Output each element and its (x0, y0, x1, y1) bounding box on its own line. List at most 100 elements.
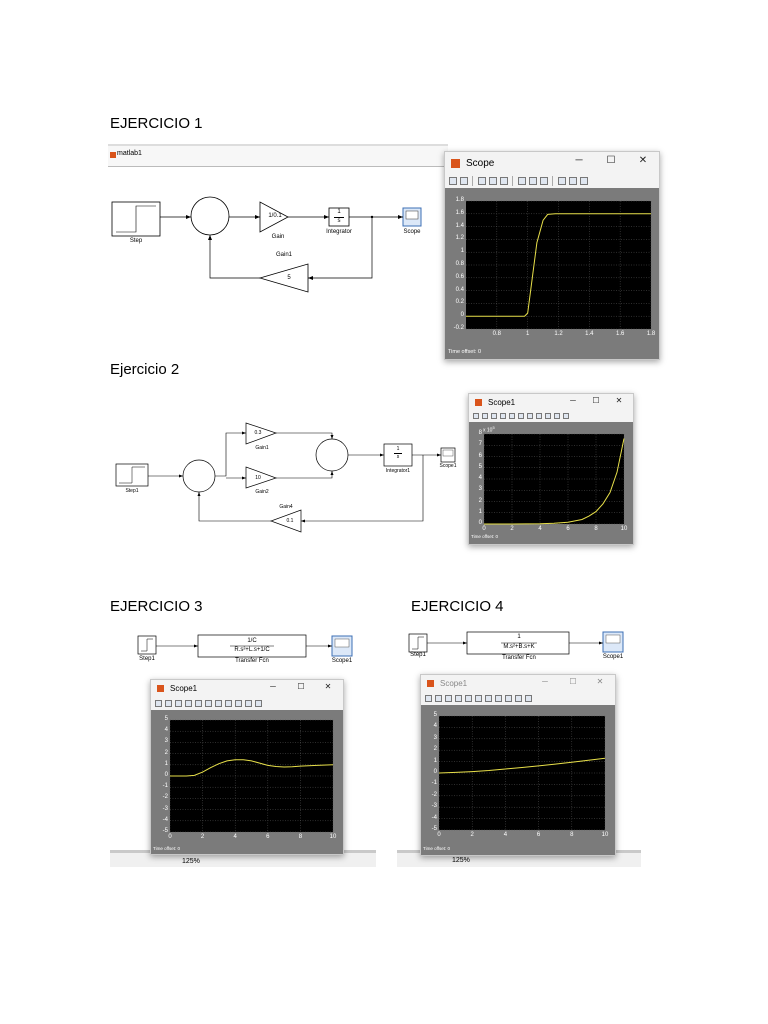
ex3-tf-numerator: 1/C (247, 638, 257, 644)
zoom-in-icon[interactable] (490, 413, 497, 419)
params-icon[interactable] (504, 695, 512, 702)
settings-icon[interactable] (481, 413, 488, 419)
ex3-scope-titlebar[interactable]: Scope1 ─ ☐ ✕ (151, 680, 343, 697)
minimize-button[interactable]: ─ (575, 155, 583, 166)
save-axes-icon[interactable] (528, 177, 537, 185)
zoom-x-icon[interactable] (454, 695, 462, 702)
ex1-gain-label: Gain (271, 234, 285, 240)
settings-icon[interactable] (434, 695, 442, 702)
params-icon[interactable] (544, 413, 551, 419)
maximize-button[interactable]: ☐ (297, 682, 305, 691)
close-button[interactable]: ✕ (324, 682, 332, 691)
save-axes-icon[interactable] (214, 700, 222, 707)
ex2-simulink-panel: Step1 0.3 Gain1 10 Gain2 1 s Integrator1… (108, 390, 458, 556)
zoom-y-icon[interactable] (194, 700, 202, 707)
close-button[interactable]: ✕ (596, 677, 604, 686)
y-tick-label: 4 (164, 727, 168, 734)
settings-icon[interactable] (164, 700, 172, 707)
y-tick-label: -5 (162, 828, 168, 834)
print-icon[interactable] (154, 700, 162, 707)
print-icon[interactable] (424, 695, 432, 702)
lock-icon[interactable] (568, 177, 577, 185)
params-icon[interactable] (234, 700, 242, 707)
minimize-button[interactable]: ─ (570, 396, 576, 405)
ex4-scope-toolbar (421, 692, 615, 705)
ex1-scope-title: Scope (466, 157, 495, 169)
print-icon[interactable] (472, 413, 479, 419)
signal-select-icon[interactable] (254, 700, 262, 707)
ex2-gain-fb-value: 0.1 (286, 518, 294, 524)
maximize-button[interactable]: ☐ (569, 677, 577, 686)
ex3-time-offset: Time offset: 0 (153, 846, 181, 851)
minimize-button[interactable]: ─ (270, 682, 276, 691)
ex1-gain-value: 1/0.1 (268, 213, 282, 219)
zoom-y-icon[interactable] (499, 177, 508, 185)
y-tick-label: 2 (433, 746, 437, 753)
restore-axes-icon[interactable] (494, 695, 502, 702)
autoscale-icon[interactable] (474, 695, 482, 702)
zoom-x-icon[interactable] (184, 700, 192, 707)
ex2-scope-titlebar[interactable]: Scope1 ─ ☐ ✕ (469, 394, 633, 410)
x-tick-label: 2 (470, 832, 474, 838)
scope-ex4-series-line (438, 757, 606, 774)
minimize-button[interactable]: ─ (542, 677, 548, 686)
x-tick-label: 1 (525, 331, 530, 337)
save-axes-icon[interactable] (526, 413, 533, 419)
close-button[interactable]: ✕ (615, 396, 623, 405)
y-tick-label: 1 (164, 760, 168, 767)
signal-select-icon[interactable] (524, 695, 532, 702)
x-tick-label: 6 (536, 832, 541, 838)
zoom-in-icon[interactable] (477, 177, 486, 185)
ex3-plot-area (169, 719, 334, 833)
y-tick-label: 4 (478, 475, 482, 481)
ex1-scope-titlebar[interactable]: Scope ─ ☐ ✕ (445, 152, 659, 174)
y-tick-label: 6 (478, 452, 482, 459)
y-tick-label: -2 (162, 794, 168, 801)
x-tick-label: 4 (538, 526, 542, 532)
zoom-x-icon[interactable] (499, 413, 506, 419)
maximize-button[interactable]: ☐ (606, 155, 616, 166)
lock-icon[interactable] (553, 413, 560, 419)
scope-ex4-svg (438, 715, 606, 831)
zoom-y-icon[interactable] (464, 695, 472, 702)
x-tick-label: 6 (566, 526, 570, 532)
ex1-gain1-value: 5 (287, 275, 291, 281)
ex1-model-name[interactable]: matlab1 (117, 150, 142, 157)
close-button[interactable]: ✕ (638, 155, 648, 166)
signal-select-icon[interactable] (562, 413, 569, 419)
signal-select-icon[interactable] (579, 177, 588, 185)
lock-icon[interactable] (514, 695, 522, 702)
maximize-button[interactable]: ☐ (592, 396, 600, 405)
zoom-x-icon[interactable] (488, 177, 497, 185)
save-axes-icon[interactable] (484, 695, 492, 702)
zoom-in-icon[interactable] (174, 700, 182, 707)
lock-icon[interactable] (244, 700, 252, 707)
settings-icon[interactable] (459, 177, 468, 185)
ex2-scope-title: Scope1 (488, 397, 516, 407)
ex2-time-offset: Time offset: 0 (471, 534, 499, 539)
autoscale-icon[interactable] (517, 177, 526, 185)
restore-axes-icon[interactable] (535, 413, 542, 419)
print-icon[interactable] (448, 177, 457, 185)
y-tick-label: 0.2 (455, 299, 464, 306)
restore-axes-icon[interactable] (224, 700, 232, 707)
y-tick-label: -1 (431, 780, 437, 787)
zoom-y-icon[interactable] (508, 413, 515, 419)
ex4-tf-numerator: 1 (517, 634, 521, 640)
autoscale-icon[interactable] (517, 413, 524, 419)
y-tick-label: 0 (478, 520, 482, 526)
ex1-integrator-fraction-bar (334, 217, 344, 218)
y-tick-label: 3 (164, 738, 168, 745)
autoscale-icon[interactable] (204, 700, 212, 707)
ex4-plot-area (438, 715, 606, 831)
restore-axes-icon[interactable] (539, 177, 548, 185)
ex4-scope-titlebar[interactable]: Scope1 ─ ☐ ✕ (421, 675, 615, 692)
params-icon[interactable] (557, 177, 566, 185)
zoom-in-icon[interactable] (444, 695, 452, 702)
